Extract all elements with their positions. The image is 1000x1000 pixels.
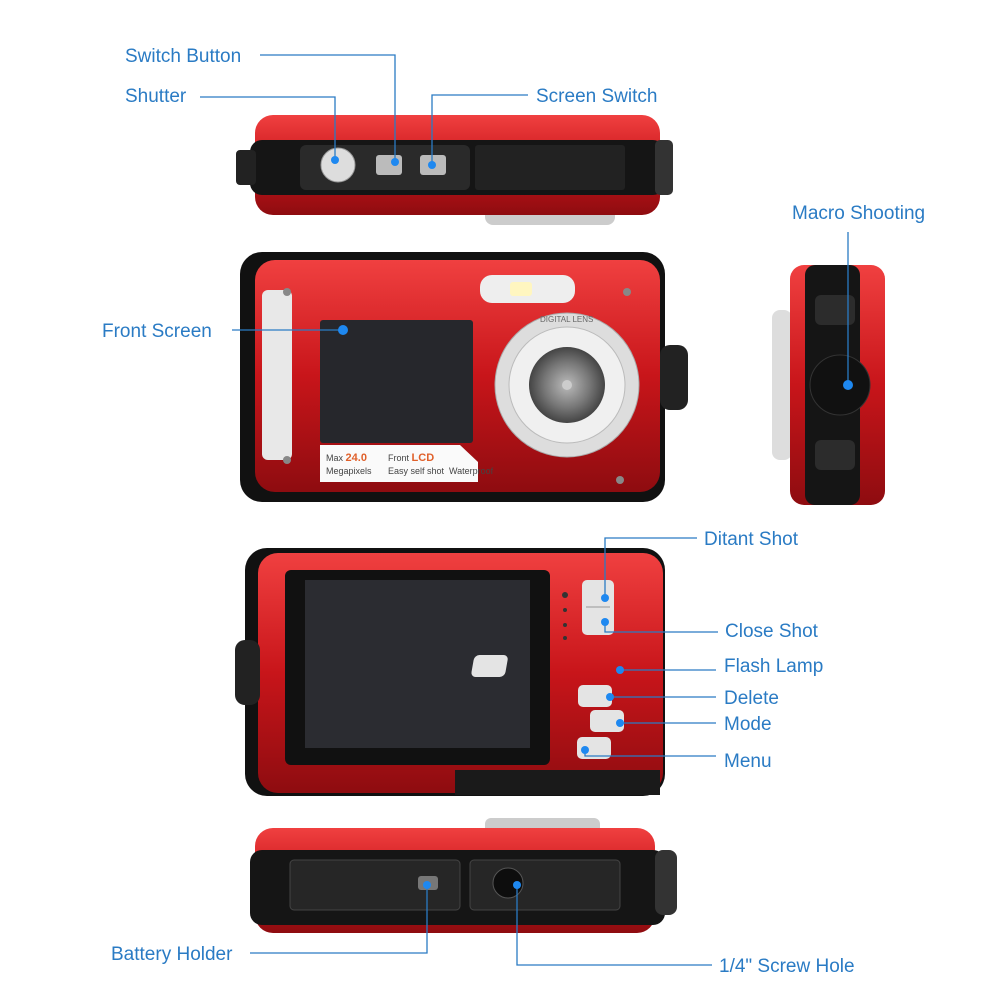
label-macro-shooting: Macro Shooting <box>792 203 925 224</box>
shutter-button <box>320 147 356 183</box>
label-close-shot: Close Shot <box>725 621 819 642</box>
mode-button <box>590 710 624 732</box>
label-flash-lamp: Flash Lamp <box>724 656 823 677</box>
label-mode: Mode <box>724 714 772 735</box>
svg-text:Front LCD: Front LCD <box>388 452 434 464</box>
screw-hole <box>492 867 524 899</box>
label-menu: Menu <box>724 751 772 772</box>
switch-button <box>376 155 402 175</box>
label-switch-button: Switch Button <box>125 46 241 67</box>
svg-text:Max 24.0: Max 24.0 <box>326 452 367 464</box>
svg-text:DIGITAL LENS: DIGITAL LENS <box>540 315 593 324</box>
front-screen <box>320 320 473 443</box>
svg-text:Waterproof: Waterproof <box>449 466 494 476</box>
label-screen-switch: Screen Switch <box>536 86 657 107</box>
camera-top-view <box>236 115 673 225</box>
delete-button <box>578 685 612 707</box>
svg-text:Easy self shot: Easy self shot <box>388 466 445 476</box>
macro-switch <box>809 354 871 416</box>
camera-front-view: Max 24.0 Megapixels Front LCD Easy self … <box>240 252 688 502</box>
label-delete: Delete <box>724 688 779 709</box>
flash-button <box>471 655 508 677</box>
callouts: Switch Button Shutter Screen Switch Macr… <box>102 46 925 977</box>
label-front-screen: Front Screen <box>102 321 212 342</box>
battery-door <box>289 859 461 911</box>
label-battery-holder: Battery Holder <box>111 944 233 965</box>
camera-bottom-view <box>250 818 677 933</box>
label-screw-hole: 1/4" Screw Hole <box>719 956 855 977</box>
label-distant-shot: Ditant Shot <box>704 529 799 550</box>
camera-back-view <box>235 548 665 796</box>
camera-side-view <box>772 265 885 505</box>
svg-text:Megapixels: Megapixels <box>326 466 372 476</box>
label-shutter: Shutter <box>125 86 187 107</box>
